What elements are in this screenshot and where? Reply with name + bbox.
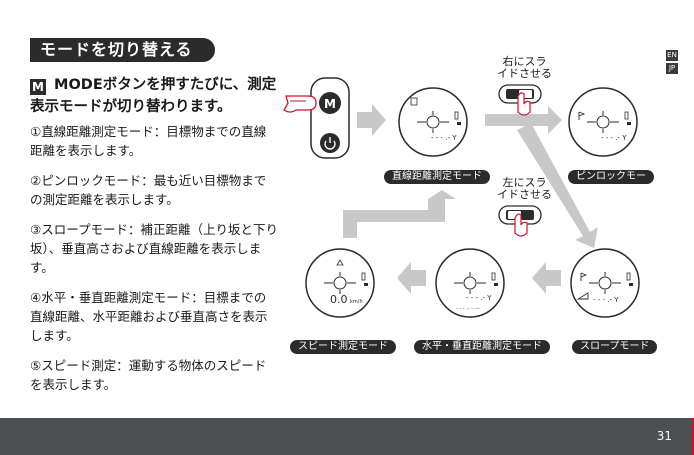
finger-press-icon bbox=[283, 95, 317, 113]
label-speed-mode: スピード測定モード bbox=[290, 340, 396, 354]
screen-slope: - - - .- Y bbox=[570, 248, 640, 318]
slide-right-note: 右にスラ イドさせる bbox=[497, 55, 552, 80]
page-number: 31 bbox=[656, 429, 672, 443]
mode-item-5: ⑤スピード測定：運動する物体のスピードを表示します。 bbox=[30, 358, 267, 392]
label-slope-mode: スロープモード bbox=[572, 340, 658, 354]
mode-item-4: ④水平・垂直距離測定モード：目標までの直線距離、水平距離および垂直高さを表示しま… bbox=[30, 290, 268, 343]
mode-description-list: ①直線距離測定モード：目標物までの直線距離を表示します。 ②ピンロックモード：最… bbox=[30, 122, 278, 405]
flag-icon bbox=[578, 111, 586, 120]
screen-line-distance: - - - .- Y bbox=[398, 87, 468, 157]
arrow-hv-to-speed bbox=[397, 262, 426, 294]
svg-text:- - - .- Y: - - - .- Y bbox=[431, 134, 457, 142]
arrow-speed-to-line bbox=[343, 190, 456, 238]
mode-item-3: ③スロープモード：補正距離（上り坂と下り坂）、垂直高さおよび直線距離を表示します… bbox=[30, 222, 278, 275]
rangefinder-device: M bbox=[310, 77, 350, 159]
svg-text:- - - .- Y: - - - .- Y bbox=[593, 296, 619, 304]
language-switch: EN JP bbox=[666, 50, 678, 76]
footer-accent-tab bbox=[691, 418, 694, 455]
power-icon bbox=[324, 140, 336, 150]
screen-pin-lock: - - - .- Y bbox=[568, 87, 638, 157]
mode-item-1: ①直線距離測定モード：目標物までの直線距離を表示します。 bbox=[30, 124, 267, 158]
flag-icon bbox=[580, 272, 588, 281]
label-line-distance-mode: 直線距離測定モード bbox=[384, 170, 490, 184]
mode-button-icon: M bbox=[30, 79, 46, 95]
label-pin-lock-mode: ピンロックモー bbox=[568, 170, 654, 184]
slide-left-note: 左にスラ イドさせる bbox=[497, 176, 552, 201]
lang-jp-tab[interactable]: JP bbox=[666, 63, 678, 74]
label-hv-mode: 水平・垂直距離測定モード bbox=[414, 340, 550, 354]
page-title: モードを切り替える bbox=[30, 38, 215, 62]
slide-switch-left bbox=[498, 205, 542, 237]
page-footer: 31 bbox=[0, 418, 694, 455]
mode-button[interactable] bbox=[319, 92, 341, 114]
arrow-device-to-line bbox=[357, 104, 386, 136]
mode-button-label: M bbox=[324, 97, 336, 111]
finger-slide-icon bbox=[514, 213, 528, 237]
svg-text:- - - .- Y: - - - .- Y bbox=[601, 134, 627, 142]
slope-icon bbox=[576, 292, 589, 300]
lang-en-tab[interactable]: EN bbox=[666, 50, 678, 61]
svg-text:- - - .- ·· --: - - - .- ·· -- bbox=[456, 306, 480, 312]
arrow-slope-to-hv bbox=[532, 262, 561, 294]
slide-switch-right bbox=[498, 84, 542, 116]
mode-cycle-diagram: M - - - .- Y - - - .- Y - - - .- Y - - -… bbox=[283, 77, 640, 318]
arrow-pinlock-to-slope bbox=[517, 123, 598, 248]
finger-slide-icon bbox=[517, 92, 531, 116]
svg-text:0.0: 0.0 bbox=[330, 293, 348, 306]
svg-text:- - - .- Y: - - - .- Y bbox=[466, 294, 492, 302]
screen-horizontal-vertical: - - - .- Y - - - .- ·· -- bbox=[435, 248, 505, 318]
lead-text: M MODEボタンを押すたびに、測定表示モードが切り替わります。 bbox=[30, 74, 280, 118]
svg-text:km/h: km/h bbox=[350, 299, 363, 305]
screen-speed: 0.0 km/h bbox=[305, 248, 375, 318]
arrow-line-to-pinlock bbox=[485, 106, 562, 134]
mode-item-2: ②ピンロックモード：最も近い目標物までの測定距離を表示します。 bbox=[30, 173, 267, 207]
lead-sentence: MODEボタンを押すたびに、測定表示モードが切り替わります。 bbox=[30, 77, 277, 115]
